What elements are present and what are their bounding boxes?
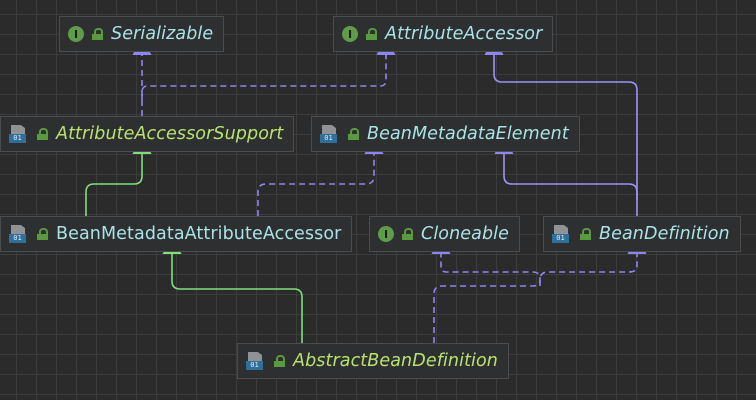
node-abstractbeandefinition[interactable]: 01 AbstractBeanDefinition bbox=[237, 343, 509, 379]
node-label: BeanDefinition bbox=[599, 224, 730, 244]
edge-abd-cloneable bbox=[431, 236, 541, 343]
node-label: Cloneable bbox=[421, 224, 510, 244]
node-serializable[interactable]: I Serializable bbox=[59, 16, 225, 52]
node-label: BeanMetadataElement bbox=[367, 124, 569, 144]
edge-bmaa-aas bbox=[85, 136, 152, 216]
node-attributeaccessorsupport[interactable]: 01 AttributeAccessorSupport bbox=[0, 116, 295, 152]
edge-abd-bd bbox=[539, 236, 647, 286]
class-icon: 01 bbox=[9, 125, 29, 143]
lock-icon bbox=[37, 128, 48, 140]
class-icon: 01 bbox=[246, 352, 266, 370]
node-cloneable[interactable]: I Cloneable bbox=[369, 216, 521, 252]
interface-icon: I bbox=[378, 226, 394, 242]
lock-icon bbox=[402, 228, 413, 240]
edge-bmaa-bme bbox=[257, 136, 384, 216]
node-label: Serializable bbox=[111, 24, 214, 44]
node-beandefinition[interactable]: 01 BeanDefinition bbox=[543, 216, 741, 252]
node-label: AbstractBeanDefinition bbox=[293, 351, 498, 371]
edge-bd-attributeaccessor bbox=[484, 37, 638, 216]
node-beanmetadataelement[interactable]: 01 BeanMetadataElement bbox=[311, 116, 580, 152]
lock-icon bbox=[274, 355, 285, 367]
node-attributeaccessor[interactable]: I AttributeAccessor bbox=[333, 16, 554, 52]
class-icon: 01 bbox=[552, 225, 572, 243]
edge-bd-bme bbox=[494, 136, 638, 200]
node-beanmetadataattributeaccessor[interactable]: 01 BeanMetadataAttributeAccessor bbox=[0, 216, 353, 252]
lock-icon bbox=[348, 128, 359, 140]
interface-icon: I bbox=[68, 26, 84, 42]
edge-abd-bmaa bbox=[162, 236, 303, 343]
node-label: BeanMetadataAttributeAccessor bbox=[56, 224, 342, 244]
node-label: AttributeAccessorSupport bbox=[56, 124, 284, 144]
lock-icon bbox=[366, 28, 377, 40]
class-icon: 01 bbox=[9, 225, 29, 243]
class-icon: 01 bbox=[320, 125, 340, 143]
lock-icon bbox=[37, 228, 48, 240]
interface-icon: I bbox=[342, 26, 358, 42]
lock-icon bbox=[92, 28, 103, 40]
edge-aas-attributeaccessor bbox=[141, 37, 396, 100]
lock-icon bbox=[580, 228, 591, 240]
node-label: AttributeAccessor bbox=[385, 24, 543, 44]
